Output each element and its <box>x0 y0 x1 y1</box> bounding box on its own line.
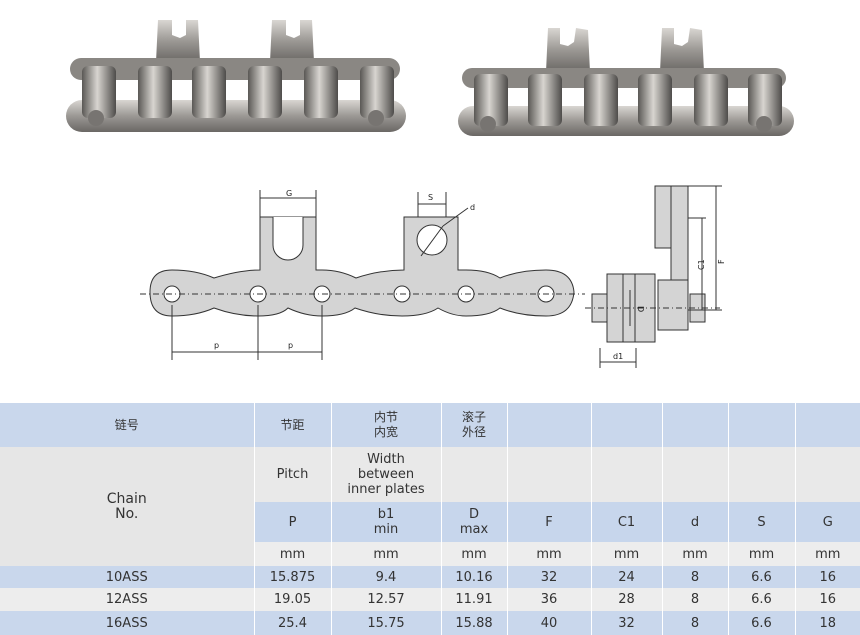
chain-photo-left <box>66 20 406 132</box>
header-row-cn: 链号 节距 内节内宽 滚子外径 <box>0 403 860 447</box>
value-cell: 16 <box>795 588 860 611</box>
dim-label-d-roller: D <box>636 306 645 312</box>
unit-cell: mm <box>728 542 796 566</box>
dim-label-d1: d1 <box>613 352 623 361</box>
dim-label-s: S <box>428 193 433 202</box>
dim-label-g: G <box>286 189 292 198</box>
dim-label-p-right: p <box>288 341 293 350</box>
unit-cell: mm <box>441 542 508 566</box>
chain-photo-pair <box>66 20 794 136</box>
technical-drawings: G S d p p D C1 F d1 <box>0 170 860 400</box>
value-cell: 6.6 <box>728 566 796 588</box>
chain-photo-right <box>458 28 794 136</box>
value-cell: 8 <box>662 566 729 588</box>
header-pitch-en: Pitch <box>254 447 332 502</box>
value-cell: 32 <box>507 566 592 588</box>
value-cell: 9.4 <box>331 566 442 588</box>
value-cell: 16 <box>795 566 860 588</box>
col-symbol: G <box>795 502 860 542</box>
dim-label-p-left: p <box>214 341 219 350</box>
product-photos <box>0 0 860 170</box>
value-cell: 15.75 <box>331 611 442 635</box>
value-cell: 6.6 <box>728 611 796 635</box>
chain-no-cell: 10ASS <box>0 566 255 588</box>
end-view-drawing <box>585 185 722 368</box>
value-cell: 36 <box>507 588 592 611</box>
header-row-units: mm mm mm mm mm mm mm mm <box>0 542 860 566</box>
header-chain-no-cn: 链号 <box>0 403 255 447</box>
value-cell: 15.875 <box>254 566 332 588</box>
value-cell: 18 <box>795 611 860 635</box>
table-row: 16ASS 25.4 15.75 15.88 40 32 8 6.6 18 <box>0 611 860 635</box>
value-cell: 24 <box>591 566 663 588</box>
col-symbol: S <box>728 502 796 542</box>
value-cell: 19.05 <box>254 588 332 611</box>
unit-cell: mm <box>507 542 592 566</box>
col-symbol: F <box>507 502 592 542</box>
col-symbol: P <box>254 502 332 542</box>
chain-no-cell: 16ASS <box>0 611 255 635</box>
unit-cell: mm <box>662 542 729 566</box>
value-cell: 15.88 <box>441 611 508 635</box>
dim-label-f: F <box>717 259 726 264</box>
value-cell: 32 <box>591 611 663 635</box>
unit-cell: mm <box>254 542 332 566</box>
header-width-cn: 内节内宽 <box>331 403 442 447</box>
table-row: 12ASS 19.05 12.57 11.91 36 28 8 6.6 16 <box>0 588 860 611</box>
col-symbol: d <box>662 502 729 542</box>
header-roller-cn: 滚子外径 <box>441 403 508 447</box>
unit-cell: mm <box>591 542 663 566</box>
dim-label-d-small: d <box>470 203 475 212</box>
value-cell: 12.57 <box>331 588 442 611</box>
chain-no-cell: 12ASS <box>0 588 255 611</box>
table-row: 10ASS 15.875 9.4 10.16 32 24 8 6.6 16 <box>0 566 860 588</box>
header-pitch-cn: 节距 <box>254 403 332 447</box>
unit-cell: mm <box>331 542 442 566</box>
dimension-drawing: G S d p p D C1 F d1 <box>140 185 726 368</box>
side-view-drawing <box>140 190 585 360</box>
dim-label-c1: C1 <box>697 259 706 270</box>
value-cell: 25.4 <box>254 611 332 635</box>
value-cell: 8 <box>662 611 729 635</box>
col-symbol: C1 <box>591 502 663 542</box>
value-cell: 11.91 <box>441 588 508 611</box>
value-cell: 28 <box>591 588 663 611</box>
value-cell: 10.16 <box>441 566 508 588</box>
value-cell: 6.6 <box>728 588 796 611</box>
value-cell: 8 <box>662 588 729 611</box>
value-cell: 40 <box>507 611 592 635</box>
unit-cell: mm <box>795 542 860 566</box>
